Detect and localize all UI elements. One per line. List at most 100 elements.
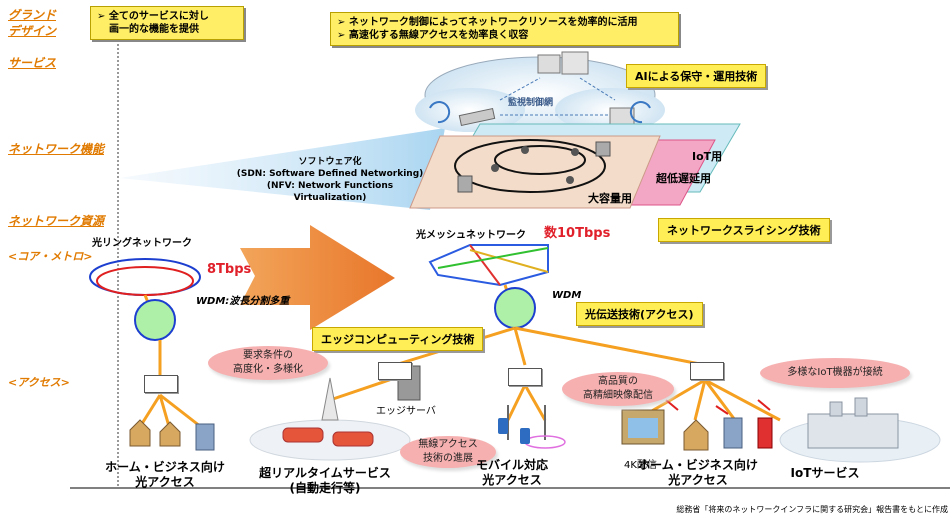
slice-ring: [494, 145, 586, 175]
bubble-requirements-2: 高度化・多様化: [233, 364, 303, 375]
software-title: ソフトウェア化: [298, 157, 362, 167]
router-icon: [566, 176, 574, 184]
label-core-metro: <コア・メトロ>: [8, 250, 93, 263]
label-grand-design-2: デザイン: [8, 24, 57, 38]
bottom-home-2: ホーム・ビジネス向け 光アクセス: [628, 458, 768, 488]
tech-optical-label: 光伝送技術(アクセス): [576, 302, 703, 326]
car-icon: [282, 427, 324, 443]
label-access: <アクセス>: [8, 376, 70, 389]
software-block: ソフトウェア化 (SDN: Software Defined Networkin…: [230, 156, 430, 204]
cloud-link: [579, 77, 616, 101]
bottom-mobile-line1: モバイル対応: [475, 458, 548, 472]
mesh-speed: 数10Tbps: [544, 226, 611, 241]
wdm-ring-right: [494, 287, 536, 329]
phone-icon: [498, 418, 508, 434]
bottom-home-2-line1: ホーム・ビジネス向け: [638, 458, 758, 472]
bottom-realtime-line2: (自動走行等): [289, 481, 361, 495]
bubble-hq-1: 高品質の: [598, 376, 638, 387]
router-icon: [521, 146, 529, 154]
house-icon: [129, 419, 151, 447]
slice-ring: [454, 139, 606, 193]
house-icon: [159, 421, 181, 447]
factory-chimney: [854, 397, 868, 417]
bubble-iot-text: 多様なIoT機器が接続: [787, 367, 883, 378]
access-lines: [136, 326, 781, 432]
slice-low-latency-label: 超低遅延用: [656, 172, 711, 185]
red-marks: [665, 399, 771, 415]
server-icon: [457, 175, 473, 193]
bubble-wireless-1: 無線アクセス: [418, 439, 478, 450]
factory-icon: [807, 413, 899, 449]
mesh-link: [469, 249, 549, 273]
current-box: ➢ 全てのサービスに対し 画一的な機能を提供: [90, 6, 244, 40]
mesh-link: [437, 247, 549, 269]
phone-icon: [520, 428, 530, 444]
current-box-line2: 画一的な機能を提供: [109, 24, 199, 35]
future-box: ➢ ネットワーク制御によってネットワークリソースを効率的に活用 ➢ 高速化する無…: [330, 12, 679, 46]
mesh-wdm: WDM: [552, 290, 582, 301]
bubble-hq-2: 高精細映像配信: [583, 390, 653, 401]
access-switch: [690, 362, 724, 380]
bubble-requirements-1: 要求条件の: [243, 350, 293, 361]
bottom-home-1: ホーム・ビジネス向け 光アクセス: [100, 460, 230, 490]
server-icon: [561, 51, 589, 75]
current-box-line1: ➢ 全てのサービスに対し: [97, 11, 209, 22]
label-network-resource: ネットワーク資源: [8, 214, 105, 228]
tv-screen: [628, 418, 658, 438]
ring-title: 光リングネットワーク: [92, 238, 192, 249]
vending-machine-icon: [757, 417, 773, 449]
refresh-icon: [629, 101, 651, 124]
bottom-mobile: モバイル対応 光アクセス: [462, 458, 562, 488]
server-icon: [537, 54, 561, 74]
bottom-mobile-line2: 光アクセス: [482, 473, 542, 487]
wdm-ring-left: [134, 299, 176, 341]
evolution-arrow: [240, 225, 395, 330]
software-beam: [120, 128, 445, 210]
bottom-iot: IoTサービス: [790, 466, 860, 480]
building-icon: [723, 417, 743, 449]
antenna-icon: [321, 377, 339, 421]
software-sdn: (SDN: Software Defined Networking): [236, 169, 424, 179]
bottom-home-1-line1: ホーム・ビジネス向け: [105, 460, 225, 474]
future-box-line2: ➢ 高速化する無線アクセスを効率良く収容: [337, 30, 529, 41]
label-network-function: ネットワーク機能: [8, 142, 105, 156]
tech-ai-label: AIによる保守・運用技術: [626, 64, 767, 88]
slice-iot-label: IoT用: [692, 150, 723, 163]
bottom-home-1-line2: 光アクセス: [135, 475, 195, 489]
road: [249, 419, 411, 461]
slice-large-label: 大容量用: [588, 192, 632, 205]
optical-ring-inner: [96, 266, 194, 296]
cloud-label: 監視制御網: [508, 98, 554, 108]
ring-wdm: WDM:波長分割多重: [196, 296, 290, 307]
server-icon: [595, 141, 611, 157]
tech-slicing-label: ネットワークスライシング技術: [658, 218, 830, 242]
future-box-line1: ➢ ネットワーク制御によってネットワークリソースを効率的に活用: [337, 17, 638, 28]
device-icon: [458, 107, 496, 127]
k4-label: 4K配信: [624, 460, 657, 471]
bottom-home-2-line2: 光アクセス: [668, 473, 728, 487]
bottom-realtime: 超リアルタイムサービス (自動走行等): [240, 466, 410, 496]
car-icon: [332, 431, 374, 447]
bubble-wireless: 無線アクセス技術の進展: [400, 436, 496, 468]
bottom-realtime-line1: 超リアルタイムサービス: [259, 466, 391, 480]
ring-speed: 8Tbps: [207, 262, 252, 277]
access-switch: [378, 362, 412, 380]
mesh-title: 光メッシュネットワーク: [416, 230, 526, 241]
bubble-iot: 多様なIoT機器が接続: [760, 358, 910, 388]
label-service: サービス: [8, 56, 57, 70]
label-grand-design: グランド: [8, 8, 57, 22]
refresh-icon: [429, 101, 451, 124]
edge-server-label: エッジサーバ: [376, 406, 436, 417]
router-icon: [571, 148, 579, 156]
access-switch: [144, 375, 178, 393]
router-icon: [491, 164, 499, 172]
access-switch: [508, 368, 542, 386]
factory-chimney: [829, 401, 843, 417]
bubble-hq-video: 高品質の高精細映像配信: [562, 372, 674, 406]
tech-edge-label: エッジコンピューティング技術: [312, 327, 484, 351]
software-nfv: (NFV: Network Functions Virtualization): [266, 181, 394, 203]
house-icon: [683, 419, 709, 451]
cloud-link: [499, 77, 541, 101]
bubble-requirements: 要求条件の高度化・多様化: [208, 346, 328, 380]
